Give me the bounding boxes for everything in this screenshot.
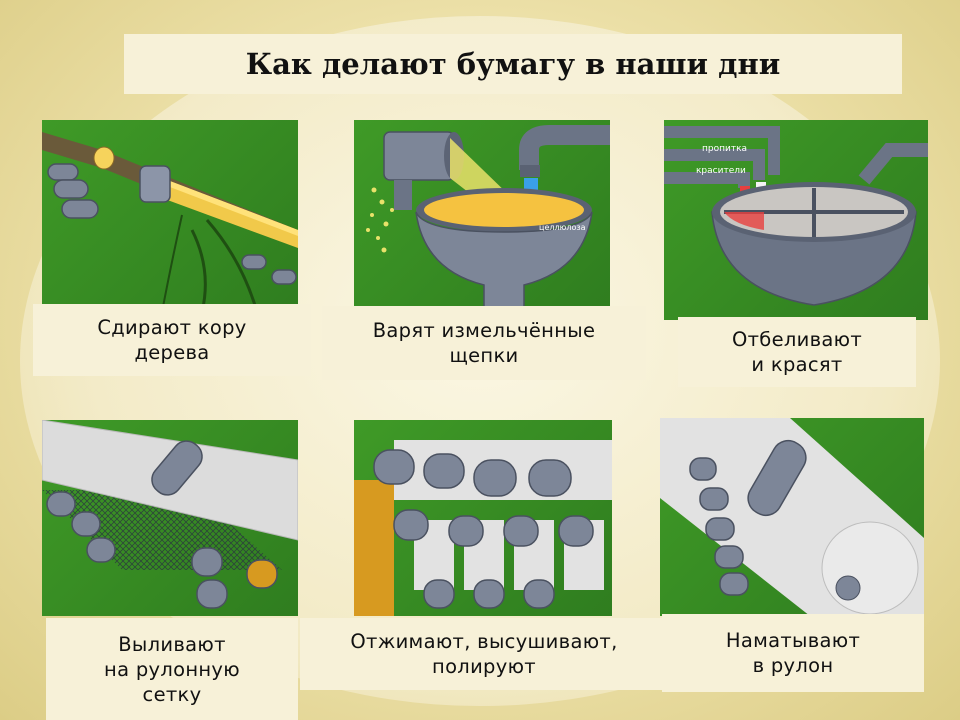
step-3-text: Отбеливают и красят bbox=[731, 328, 863, 376]
step-1-text: Сдирают кору дерева bbox=[97, 316, 247, 364]
step-2-text: Варят измельчённые щепки bbox=[372, 319, 596, 367]
step-3-caption: Отбеливают и красят bbox=[678, 317, 916, 387]
winding-illustration bbox=[660, 418, 924, 616]
debarking-illustration bbox=[42, 120, 298, 312]
title-banner: Как делают бумагу в наши дни bbox=[124, 34, 902, 94]
impregnation-label: пропитка bbox=[702, 144, 747, 154]
step-4-text: Выливают на рулонную сетку bbox=[104, 632, 240, 706]
step-6-caption: Наматывают в рулон bbox=[662, 614, 924, 692]
cellulose-label: целлюлоза bbox=[539, 223, 586, 232]
step-1-caption: Сдирают кору дерева bbox=[33, 304, 311, 376]
cooking-illustration: целлюлоза bbox=[354, 120, 610, 312]
mesh-illustration bbox=[42, 420, 298, 616]
page-title: Как делают бумагу в наши дни bbox=[245, 47, 781, 81]
step-5-text: Отжимают, высушивают, полируют bbox=[350, 630, 618, 678]
dyes-label: красители bbox=[696, 166, 746, 176]
step-4-caption: Выливают на рулонную сетку bbox=[46, 618, 298, 720]
bleaching-illustration: пропитка красители bbox=[664, 120, 928, 320]
step-2-caption: Варят измельчённые щепки bbox=[322, 306, 646, 380]
step-5-caption: Отжимают, высушивают, полируют bbox=[300, 618, 668, 690]
step-6-text: Наматывают в рулон bbox=[725, 629, 861, 677]
pressing-illustration bbox=[354, 420, 612, 616]
